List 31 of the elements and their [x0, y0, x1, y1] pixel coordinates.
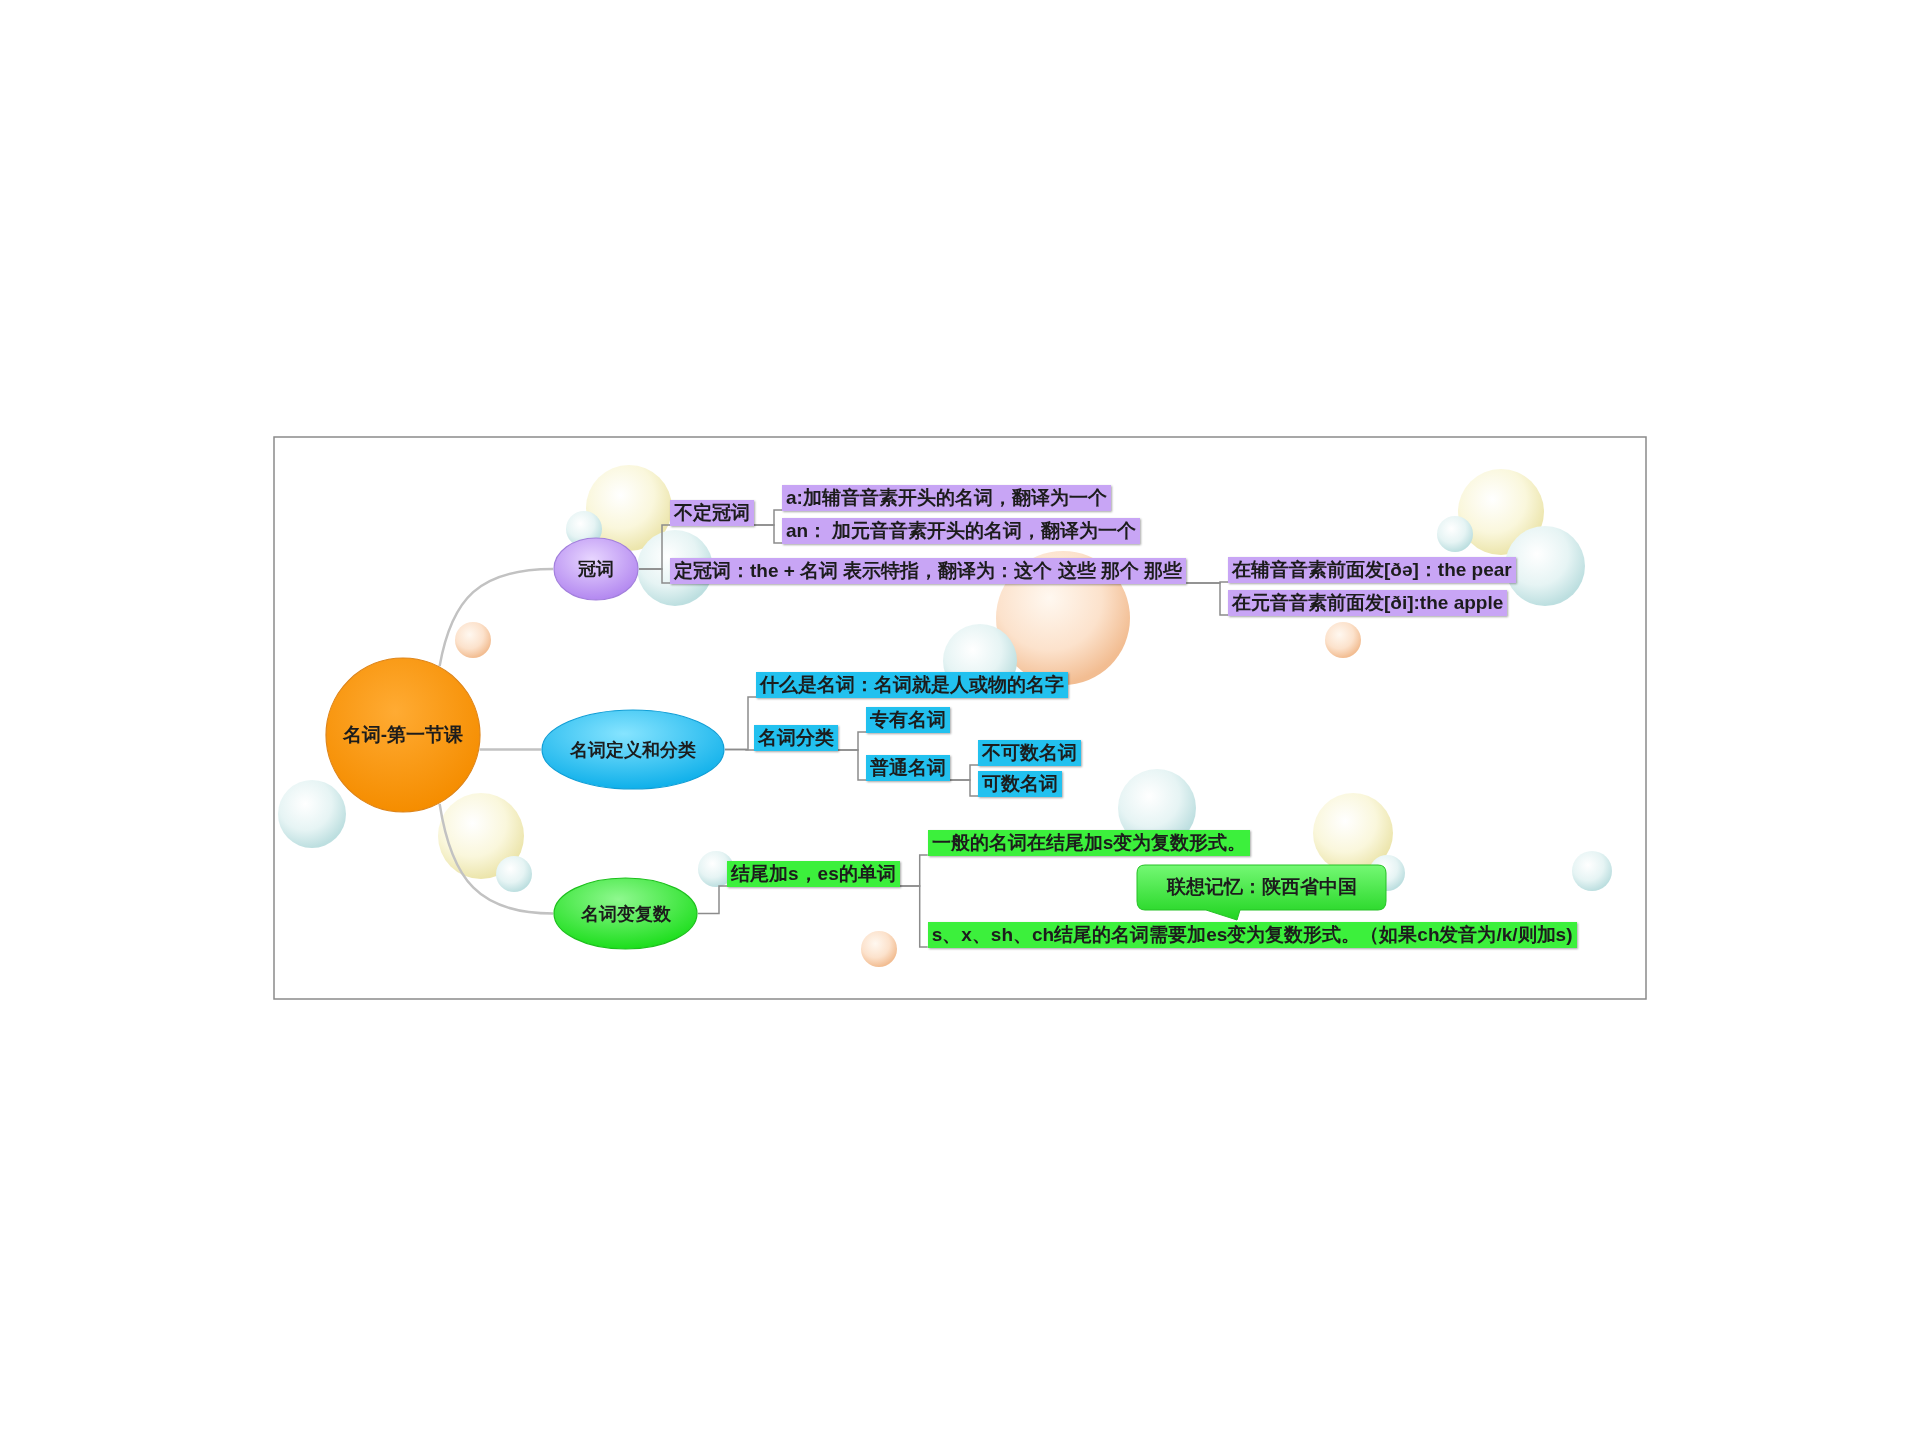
connector-line [753, 524, 783, 544]
topic-box: 可数名词 [978, 771, 1062, 797]
topic-box: 结尾加s，es的单词 [727, 861, 900, 887]
topic-box: 不可数名词 [978, 740, 1081, 766]
connector-line [898, 885, 929, 948]
connector-line [724, 748, 755, 751]
topic-box: 在辅音音素前面发[ðə]：the pear [1228, 557, 1516, 583]
topic-box: 不定冠词 [670, 500, 754, 526]
topic-box: an： 加元音音素开头的名词，翻译为一个 [782, 518, 1141, 544]
connector-line [837, 749, 867, 781]
topic-box: s、x、sh、ch结尾的名词需要加es变为复数形式。（如果ch发音为/k/则加s) [927, 922, 1577, 948]
central-topic-circle: 名词-第一节课 [325, 657, 481, 813]
topic-box: 普通名词 [866, 755, 950, 781]
topic-box: 在元音音素前面发[ði]:the apple [1228, 590, 1508, 616]
topic-ellipse: 冠词 [553, 537, 639, 601]
topic-ellipse: 名词定义和分类 [541, 709, 725, 790]
connector-line [1185, 582, 1229, 616]
topic-box: a:加辅音音素开头的名词，翻译为一个 [782, 485, 1111, 511]
connector-line [479, 748, 541, 751]
connector-line [949, 779, 979, 797]
connector-line [438, 803, 554, 915]
callout-bubble: 联想记忆：陕西省中国 [1136, 864, 1387, 921]
topic-box: 专有名词 [866, 707, 950, 733]
connector-line [438, 567, 554, 667]
topic-box: 什么是名词：名词就是人或物的名字 [756, 672, 1068, 698]
connector-line [697, 885, 728, 915]
topic-ellipse: 名词变复数 [553, 877, 698, 950]
topic-box: 一般的名词在结尾加s变为复数形式。 [927, 830, 1251, 856]
topic-box: 名词分类 [754, 725, 838, 751]
topic-box: 定冠词：the + 名词 表示特指，翻译为：这个 这些 那个 那些 [670, 558, 1187, 584]
connector-line [638, 568, 671, 584]
